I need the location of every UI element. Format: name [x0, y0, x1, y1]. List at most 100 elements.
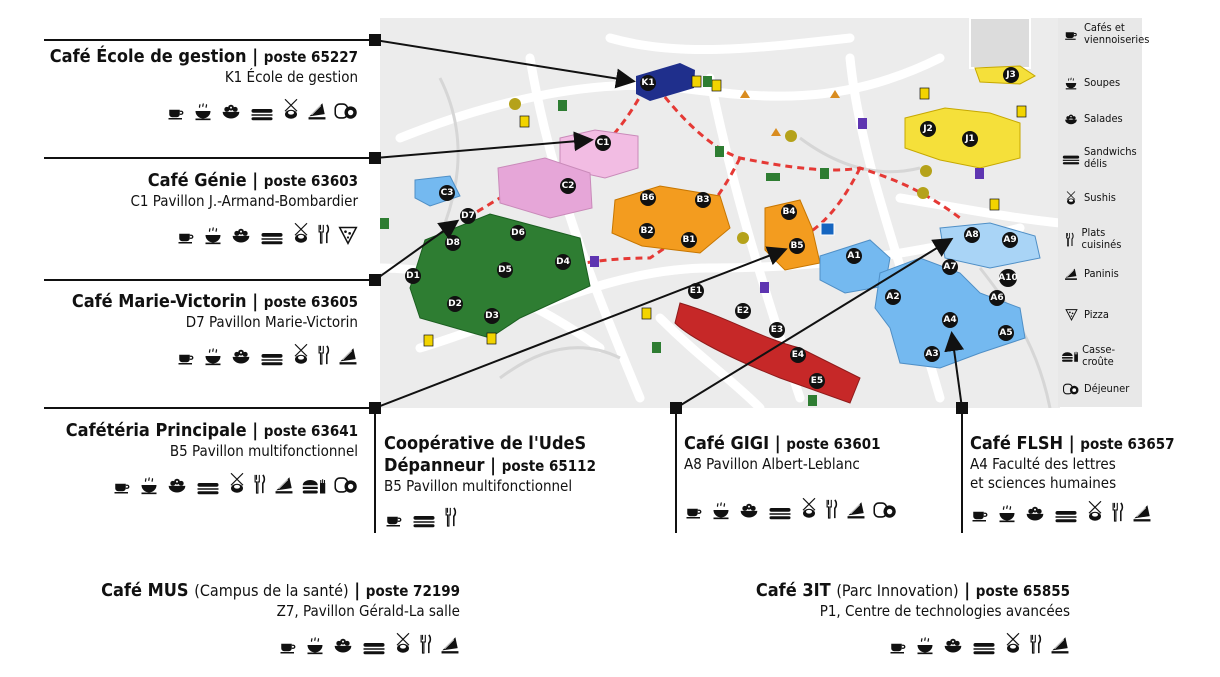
cutlery-icon: [317, 223, 331, 245]
svg-text:E1: E1: [690, 286, 702, 296]
coffee-icon: [888, 637, 908, 655]
soup-icon: [997, 503, 1017, 523]
legend-label: Plats cuisinés: [1081, 226, 1122, 251]
label-d6: D6: [510, 225, 526, 241]
svg-text:C1: C1: [597, 138, 610, 148]
cafe-services: [20, 219, 358, 245]
label-j2: J2: [920, 121, 936, 137]
legend-label: Cafés et viennoiseries: [1084, 21, 1150, 46]
sandwich-icon: [767, 502, 793, 520]
panini-icon: [307, 101, 327, 121]
cafe-cooperative: Coopérative de l'UdeS Dépanneur | poste …: [384, 433, 664, 528]
label-e1: E1: [688, 283, 704, 299]
cutlery-icon: [253, 473, 267, 495]
label-d7: D7: [460, 208, 476, 224]
breakfast-icon: [1063, 382, 1079, 396]
cafe-title-line2: Dépanneur | poste 65112: [384, 455, 596, 476]
cafe-principale: Cafétéria Principale | poste 63641 B5 Pa…: [20, 420, 358, 495]
cafe-services: [20, 340, 358, 366]
label-a1: A1: [846, 248, 862, 264]
legend-item-panini: Paninis: [1058, 267, 1119, 281]
cutlery-icon: [1065, 232, 1075, 247]
cutlery-icon: [825, 498, 839, 520]
salad-icon: [942, 635, 964, 655]
cafe-poste: poste 63603: [263, 172, 358, 190]
cafe-services: [20, 469, 358, 495]
soup-icon: [305, 635, 325, 655]
cafe-title: Cafétéria Principale | poste 63641: [65, 420, 358, 441]
cutlery-icon: [1029, 633, 1043, 655]
label-d2: D2: [447, 296, 463, 312]
cafe-services: [970, 497, 1210, 523]
soup-icon: [203, 346, 223, 366]
sandwich-icon: [361, 637, 387, 655]
cafe-campus: (Campus de la santé): [194, 581, 349, 600]
svg-text:A7: A7: [943, 262, 956, 272]
soup-icon: [139, 475, 159, 495]
svg-text:A1: A1: [847, 251, 860, 261]
label-a3: A3: [924, 346, 940, 362]
building-c2: [497, 157, 593, 219]
cafe-location: A8 Pavillon Albert-Leblanc: [684, 455, 860, 473]
label-e5: E5: [809, 373, 825, 389]
panini-icon: [274, 475, 294, 495]
map-markers: [380, 75, 1027, 406]
label-d3: D3: [484, 308, 500, 324]
salad-icon: [1064, 112, 1078, 126]
sandwich-icon: [259, 348, 285, 366]
leader-c1: [374, 131, 594, 159]
sushi-icon: [228, 471, 246, 495]
sandwich-icon: [411, 510, 437, 528]
cafe-title-line1: Coopérative de l'UdeS: [384, 433, 587, 454]
svg-text:D7: D7: [461, 211, 475, 221]
salad-icon: [166, 475, 188, 495]
cutlery-icon: [1111, 501, 1125, 523]
sushi-icon: [292, 342, 310, 366]
label-b4: B4: [781, 204, 797, 220]
legend-item-soup: Soupes: [1058, 76, 1120, 90]
sushi-icon: [800, 496, 818, 520]
breakfast-icon: [334, 101, 358, 121]
legend-label: Déjeuner: [1084, 382, 1130, 395]
sandwich-icon: [259, 227, 285, 245]
cafe-services: [384, 502, 664, 528]
soup-icon: [1064, 76, 1078, 90]
cafe-mus: Café MUS (Campus de la santé) | poste 72…: [60, 580, 460, 655]
salad-icon: [738, 500, 760, 520]
cafe-ecole-gestion: Café École de gestion | poste 65227 K1 É…: [20, 46, 358, 121]
label-b1: B1: [681, 232, 697, 248]
svg-text:J2: J2: [922, 124, 933, 134]
svg-text:J3: J3: [1005, 70, 1016, 80]
cafe-poste: poste 63601: [786, 435, 881, 453]
coffee-icon: [384, 510, 404, 528]
leader-a8: [675, 237, 954, 409]
label-d4: D4: [555, 254, 571, 270]
svg-text:A8: A8: [965, 230, 978, 240]
cafe-location-line1: A4 Faculté des lettres: [970, 455, 1116, 473]
label-k1: K1: [640, 75, 656, 91]
legend-label: Casse-croûte: [1082, 343, 1116, 368]
svg-text:D4: D4: [556, 257, 570, 267]
svg-text:A3: A3: [925, 349, 938, 359]
bus-route: [474, 77, 961, 270]
svg-text:B2: B2: [640, 226, 653, 236]
label-a8: A8: [964, 227, 980, 243]
breakfast-icon: [334, 475, 358, 495]
panini-icon: [846, 500, 866, 520]
soup-icon: [711, 500, 731, 520]
legend-label: Sandwichs délis: [1084, 145, 1137, 170]
cafe-poste: poste 63641: [263, 422, 358, 440]
svg-text:A5: A5: [999, 328, 1012, 338]
label-j3: J3: [1003, 67, 1019, 83]
cafe-poste: poste 65227: [263, 48, 358, 66]
svg-text:B1: B1: [682, 235, 695, 245]
svg-text:B4: B4: [782, 207, 795, 217]
sports-field: [969, 18, 1031, 69]
sandwich-icon: [971, 637, 997, 655]
cafe-marie-victorin: Café Marie-Victorin | poste 63605 D7 Pav…: [20, 291, 358, 366]
cafe-location: B5 Pavillon multifonctionnel: [384, 477, 573, 495]
sandwich-icon: [1053, 505, 1079, 523]
label-c3: C3: [439, 185, 455, 201]
svg-text:D8: D8: [446, 238, 460, 248]
